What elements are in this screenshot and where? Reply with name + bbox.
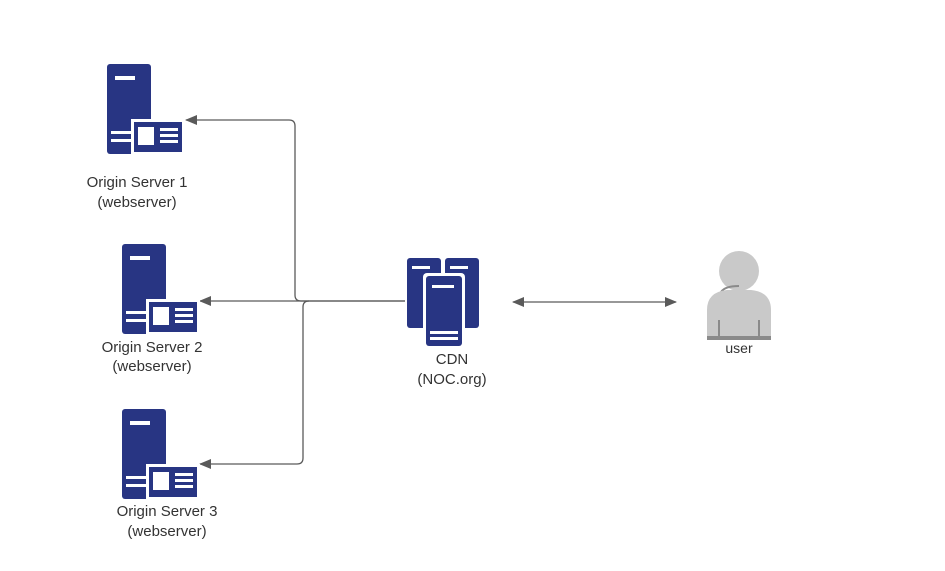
- origin-server-1-role: (webserver): [97, 194, 176, 211]
- origin-server-2-name: Origin Server 2: [102, 339, 203, 356]
- cdn-name: CDN: [436, 351, 469, 368]
- web-server-icon: [107, 64, 185, 155]
- user-node: user: [707, 251, 771, 356]
- origin-server-2: Origin Server 2 (webserver): [102, 244, 203, 375]
- user-label: user: [725, 340, 753, 356]
- server-cluster-icon: [407, 258, 479, 348]
- user-person-icon: [707, 251, 771, 340]
- origin-server-1: Origin Server 1 (webserver): [87, 64, 188, 211]
- cdn-org: (NOC.org): [417, 371, 486, 388]
- origin-server-1-name: Origin Server 1: [87, 174, 188, 191]
- origin-server-2-role: (webserver): [112, 358, 191, 375]
- cdn-node: CDN (NOC.org): [407, 258, 487, 388]
- web-server-icon: [122, 409, 200, 500]
- origin-server-3: Origin Server 3 (webserver): [117, 409, 218, 540]
- origin-server-3-name: Origin Server 3: [117, 503, 218, 520]
- connectors: [185, 115, 677, 469]
- connector-cdn-origin-1: [185, 115, 405, 302]
- origin-server-3-role: (webserver): [127, 523, 206, 540]
- connector-cdn-origin-3: [199, 300, 310, 469]
- web-server-icon: [122, 244, 200, 335]
